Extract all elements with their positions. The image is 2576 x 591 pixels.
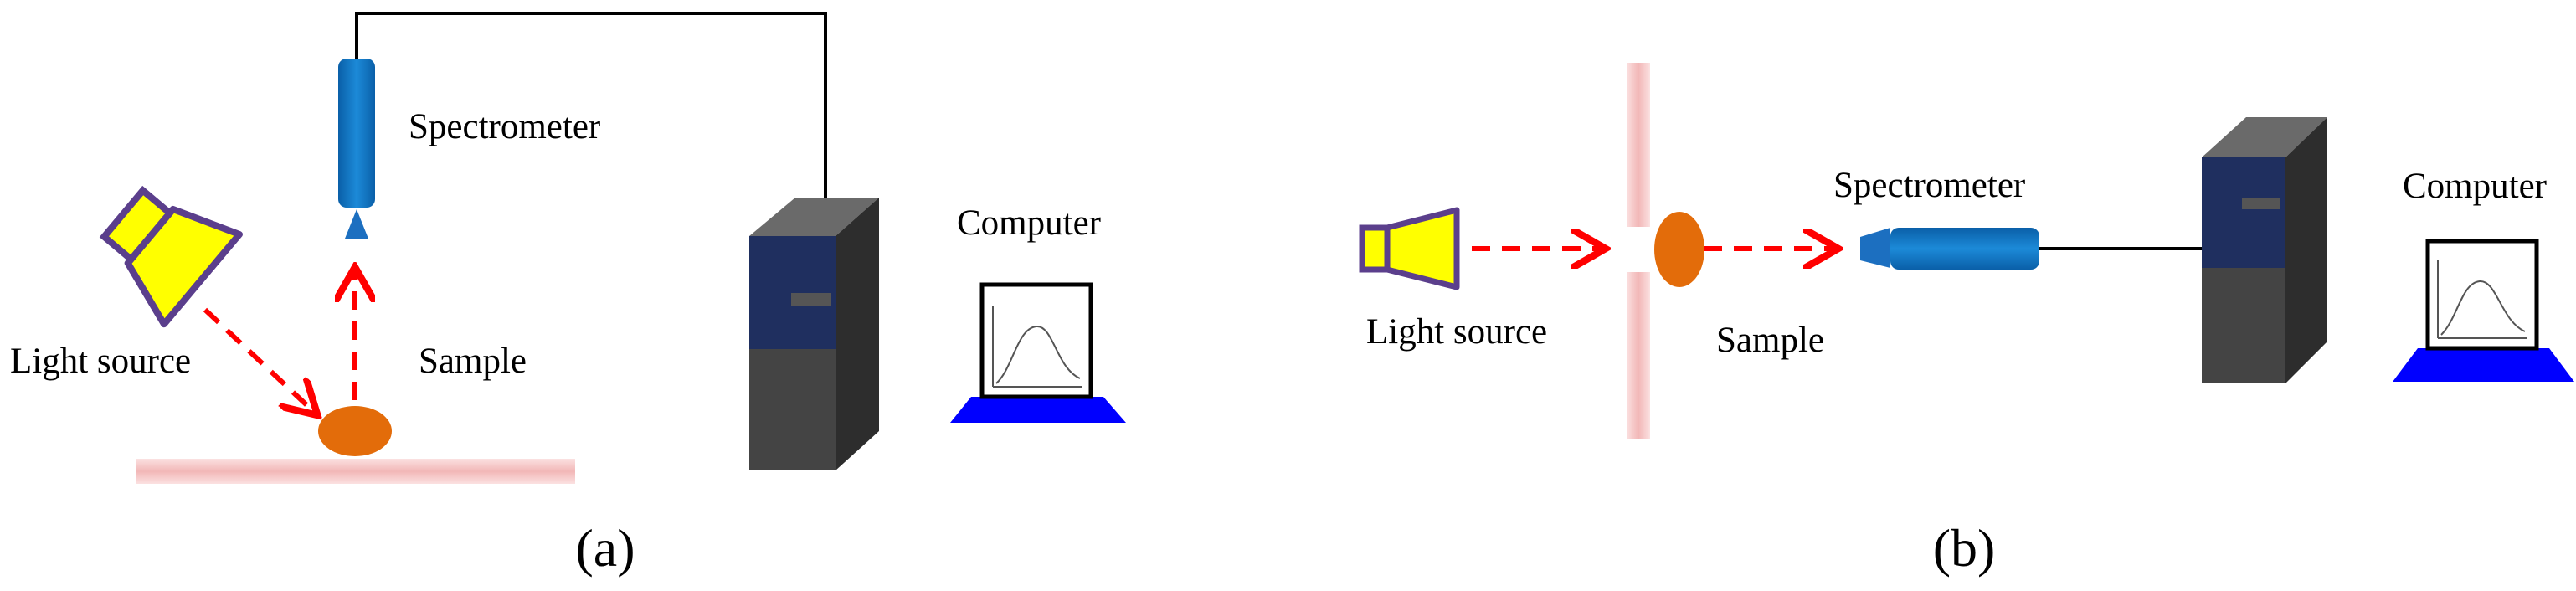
light-source-label-a: Light source — [10, 342, 191, 381]
sample-icon — [1654, 212, 1704, 287]
spectrometer-label-b: Spectrometer — [1833, 166, 2025, 205]
spectrometer-icon — [338, 59, 375, 239]
sample-icon — [318, 406, 392, 456]
sample-label-a: Sample — [419, 342, 527, 381]
caption-b: (b) — [1933, 518, 1996, 578]
sample-label-b: Sample — [1716, 321, 1824, 360]
computer-tower-icon — [2202, 117, 2327, 383]
computer-label-a: Computer — [957, 203, 1101, 243]
computer-tower-icon — [749, 198, 879, 470]
incident-beam-a — [203, 307, 314, 412]
light-source-icon — [1359, 207, 1460, 290]
stage-icon — [136, 459, 575, 484]
cable-a — [355, 12, 827, 276]
light-source-icon — [99, 185, 243, 328]
caption-a: (a) — [575, 518, 635, 578]
panel-b: Light source Sample Spectrometer — [1359, 63, 2574, 578]
monitor-icon — [950, 282, 1126, 423]
spectrometer-icon — [1860, 228, 2039, 270]
spectrometer-label-a: Spectrometer — [409, 107, 600, 146]
monitor-icon — [2393, 239, 2574, 382]
slit-icon — [1627, 63, 1650, 227]
light-source-label-b: Light source — [1366, 312, 1547, 352]
panel-a: Spectrometer Sample Light source — [10, 12, 1126, 578]
computer-label-b: Computer — [2403, 167, 2547, 206]
slit-icon — [1627, 272, 1650, 439]
